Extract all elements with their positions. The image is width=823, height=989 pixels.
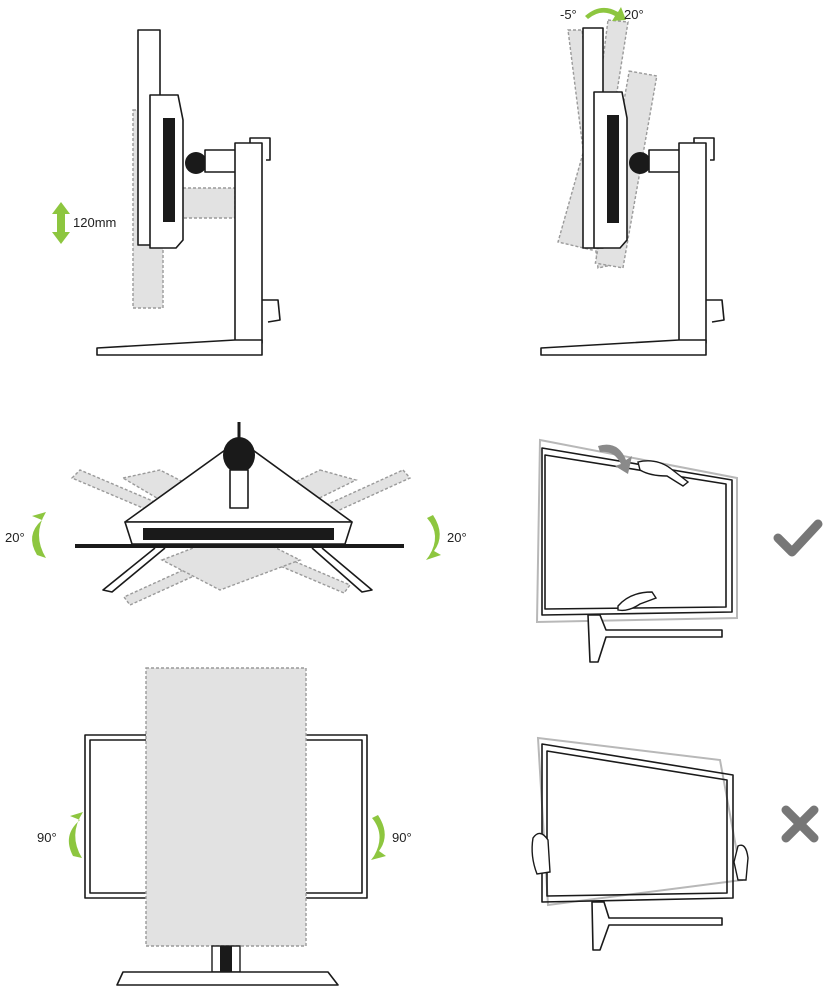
hinge-arm — [648, 149, 682, 173]
ghost-monitor-twisted — [536, 736, 744, 907]
base-leg-right — [311, 547, 373, 593]
stand-top-handle — [249, 137, 271, 161]
tilt-panel: -5° 20° — [540, 7, 725, 356]
tilt-arrow-icon — [585, 7, 626, 21]
incorrect-handling-panel — [531, 736, 819, 951]
monitor-vent-top — [143, 528, 334, 540]
swivel-left-label: 20° — [5, 530, 25, 545]
tilt-back-label: 20° — [624, 7, 644, 22]
cable-clip — [262, 299, 281, 323]
pivot-panel: 90° 90° — [37, 667, 412, 986]
base-leg-left — [102, 547, 166, 593]
stand-base-front — [116, 971, 339, 986]
pivot-right-arrow-icon — [371, 815, 386, 860]
tilt-forward-label: -5° — [560, 7, 577, 22]
hand-bottom-icon — [617, 591, 658, 612]
hinge-joint — [185, 152, 207, 174]
hand-left-icon — [531, 832, 551, 875]
swivel-right-label: 20° — [447, 530, 467, 545]
swivel-right-arrow-icon — [426, 515, 441, 560]
monitor-screen — [544, 454, 727, 610]
neck-column — [229, 469, 249, 509]
cross-icon — [781, 805, 819, 843]
hinge-arm — [204, 149, 238, 173]
monitor-front — [541, 447, 733, 616]
monitor-edge-top — [75, 544, 404, 548]
stand-front — [591, 901, 723, 951]
tilt-direction-arrow-icon — [598, 444, 632, 474]
stand-base — [540, 339, 707, 356]
stand-base — [96, 339, 263, 356]
swivel-panel: 20° 20° — [5, 422, 467, 606]
monitor-front — [541, 743, 734, 903]
monitor-screen — [546, 750, 728, 897]
height-label: 120mm — [73, 215, 116, 230]
monitor-vent — [607, 115, 619, 223]
pivot-right-label: 90° — [392, 830, 412, 845]
stand-front — [587, 614, 723, 663]
checkmark-icon — [773, 519, 823, 557]
stand-column — [234, 142, 263, 344]
stand-neck-inner — [220, 946, 232, 972]
stand-top-handle — [693, 137, 715, 161]
monitor-vent — [163, 118, 175, 222]
correct-handling-panel — [535, 438, 823, 663]
height-arrow-icon — [52, 202, 70, 244]
ghost-monitor-portrait — [145, 667, 307, 947]
hinge-top — [223, 437, 255, 473]
ghost-monitor-front — [535, 438, 738, 624]
pivot-left-label: 90° — [37, 830, 57, 845]
cable-clip — [706, 299, 725, 323]
hand-top-icon — [637, 460, 690, 487]
hinge-joint — [629, 152, 651, 174]
height-adjust-panel: 120mm — [52, 29, 281, 356]
hand-right-icon — [733, 844, 749, 881]
pivot-left-arrow-icon — [68, 812, 83, 858]
stand-column — [678, 142, 707, 344]
swivel-left-arrow-icon — [32, 512, 46, 558]
